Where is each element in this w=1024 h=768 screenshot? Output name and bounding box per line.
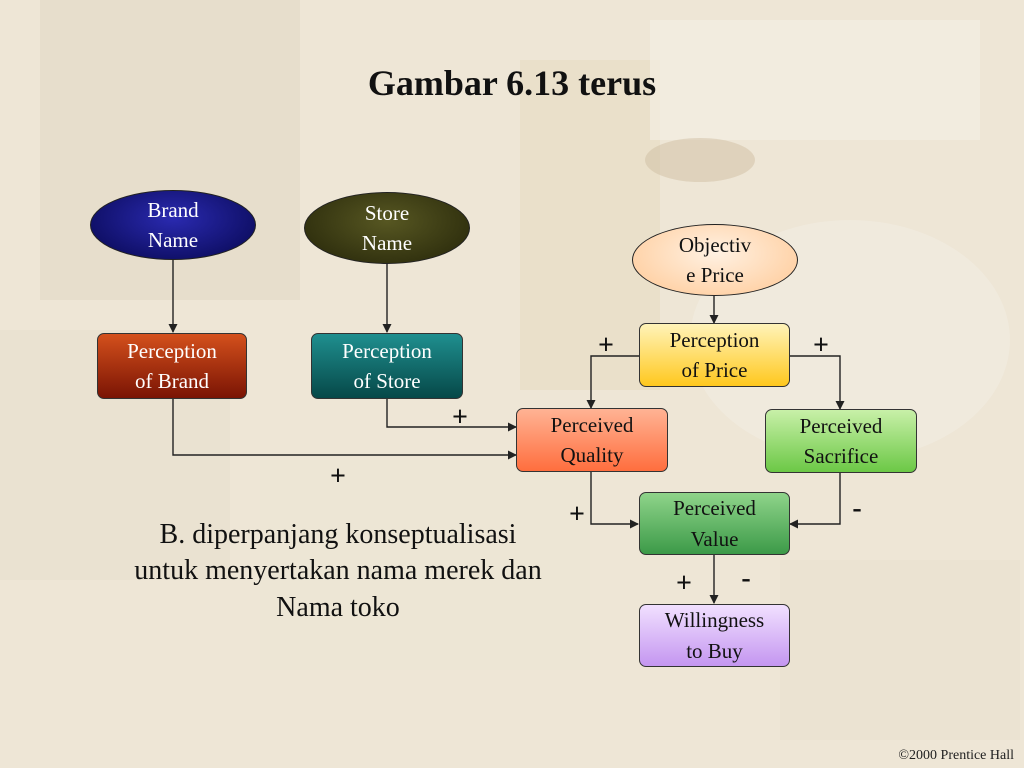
perception-of-brand-node: Perception of Brand	[97, 333, 247, 399]
objective-price-node: Objectiv e Price	[632, 224, 798, 296]
edge-perception-of-store-to-quality	[386, 398, 517, 432]
copyright-footer: ©2000 Prentice Hall	[898, 748, 1014, 763]
perceived-quality-node: Perceived Quality	[516, 408, 668, 472]
perceived-sacrifice-node: Perceived Sacrifice	[765, 409, 917, 473]
willingness-to-buy-node: Willingness to Buy	[639, 604, 790, 667]
edge-quality-to-value	[590, 471, 639, 529]
perception-of-price-node: Perception of Price	[639, 323, 790, 387]
brand-name-node: Brand Name	[90, 190, 256, 260]
sign-brand-to-quality: +	[330, 461, 346, 492]
sign-value-to-willingness-plus: +	[676, 568, 692, 599]
sign-store-to-quality: +	[452, 402, 468, 433]
perception-of-store-node: Perception of Store	[311, 333, 463, 399]
edge-sacrifice-to-value	[789, 472, 841, 529]
perceived-value-node: Perceived Value	[639, 492, 790, 555]
edge-price-to-quality	[586, 355, 640, 409]
sign-price-to-quality: +	[598, 330, 614, 361]
sign-value-to-willingness-minus: -	[741, 563, 751, 594]
store-name-node: Store Name	[304, 192, 470, 264]
edge-price-to-sacrifice	[789, 355, 845, 410]
slide-title: Gambar 6.13 terus	[367, 63, 657, 103]
sign-price-to-sacrifice: +	[813, 330, 829, 361]
slide-caption: B. diperpanjang konseptualisasi untuk me…	[134, 519, 542, 623]
sign-quality-to-value: +	[569, 499, 585, 530]
edge-perception-of-brand-to-quality	[172, 398, 517, 460]
sign-sacrifice-to-value: -	[852, 493, 862, 524]
